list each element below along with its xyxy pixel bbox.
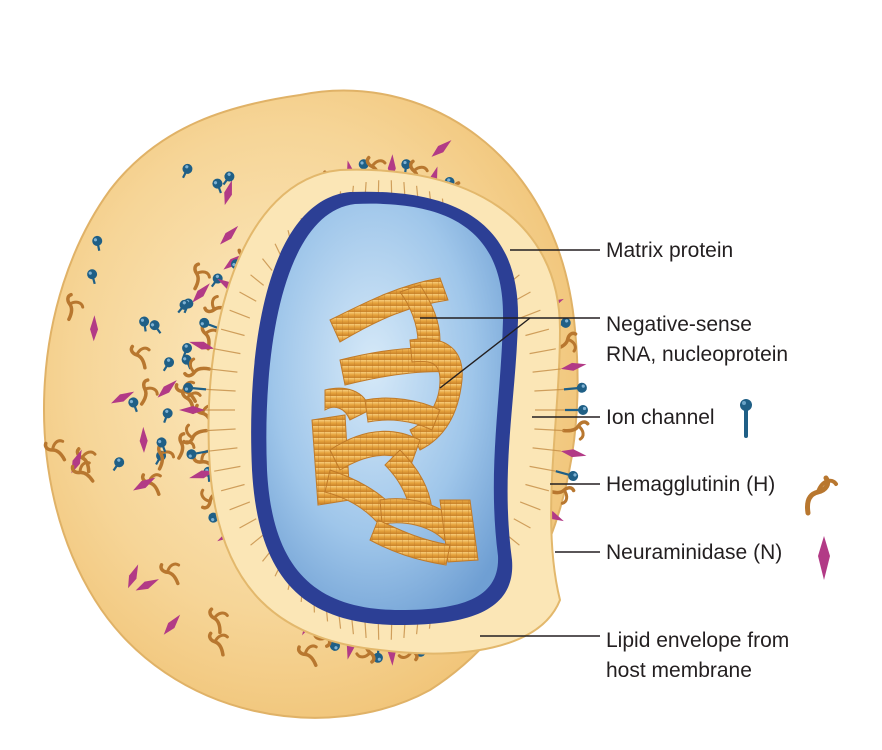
bilayer-stalk bbox=[519, 309, 541, 319]
neuraminidase-spike bbox=[157, 380, 177, 398]
neuraminidase-spike bbox=[189, 470, 215, 479]
ion-channel-spike bbox=[162, 357, 175, 372]
bilayer-stalk bbox=[239, 291, 257, 302]
ion-channel-spike bbox=[87, 269, 98, 285]
label-matrix-protein: Matrix protein bbox=[606, 239, 734, 262]
bilayer-stalk bbox=[534, 388, 564, 392]
ion-channel-spike bbox=[177, 299, 190, 314]
rna-nucleoprotein-segments bbox=[311, 277, 479, 566]
label-lipid-envelope-line2: host membrane bbox=[606, 659, 752, 682]
bilayer-stalk bbox=[229, 309, 251, 319]
bilayer-stalk bbox=[206, 388, 236, 392]
hemagglutinin-spike bbox=[554, 331, 578, 353]
neuraminidase-spike bbox=[111, 391, 135, 404]
neuraminidase-spike bbox=[133, 477, 156, 491]
bilayer-stalk bbox=[250, 274, 265, 286]
neuraminidase-spike bbox=[224, 180, 232, 206]
ion-channel-spike bbox=[92, 235, 103, 251]
hemagglutinin-spike bbox=[207, 631, 229, 657]
leader-rna-2 bbox=[439, 317, 531, 389]
neuraminidase-spike bbox=[135, 579, 159, 591]
ion-channel-spike bbox=[183, 382, 207, 393]
hemagglutinin-spike bbox=[70, 461, 95, 483]
bilayer-stalk bbox=[525, 483, 550, 492]
neuraminidase-icon bbox=[818, 536, 830, 580]
neuraminidase-spike bbox=[560, 362, 587, 371]
bilayer-stalk bbox=[220, 483, 245, 492]
ion-channel-spike bbox=[128, 397, 139, 413]
hemagglutinin-spike bbox=[159, 562, 181, 586]
hemagglutinin-spike bbox=[562, 420, 590, 441]
ion-channel-spike bbox=[162, 408, 173, 424]
neuraminidase-spike bbox=[431, 140, 452, 157]
hemagglutinin-spike bbox=[547, 485, 576, 505]
hemagglutinin-spike bbox=[43, 439, 67, 462]
hemagglutinin-spike bbox=[139, 378, 159, 406]
ion-channel-spike bbox=[212, 178, 223, 194]
hemagglutinin-spike bbox=[193, 262, 211, 291]
ion-channel-spike bbox=[156, 437, 167, 453]
hemagglutinin-spike bbox=[296, 644, 318, 668]
bilayer-stalk bbox=[214, 348, 241, 355]
label-lipid-envelope-line1: Lipid envelope from bbox=[606, 629, 790, 652]
ion-channel-spike bbox=[139, 316, 150, 332]
bilayer-stalk bbox=[529, 465, 556, 472]
bilayer-stalk bbox=[250, 534, 265, 546]
ion-channel-spike bbox=[563, 382, 587, 393]
hemagglutinin-spike bbox=[75, 447, 97, 474]
ion-channel-spike bbox=[182, 163, 193, 179]
label-ion-channel: Ion channel bbox=[606, 406, 715, 429]
hemagglutinin-spike bbox=[129, 344, 151, 370]
neuraminidase-spike bbox=[560, 449, 587, 458]
bilayer-stalk bbox=[209, 368, 238, 373]
hemagglutinin-spike bbox=[183, 357, 211, 378]
ion-channel-spike bbox=[565, 405, 588, 415]
neuraminidase-spike bbox=[189, 341, 215, 350]
bilayer-stalk bbox=[519, 501, 541, 511]
label-negative-sense-line2: RNA, nucleoprotein bbox=[606, 343, 789, 366]
neuraminidase-spike bbox=[163, 614, 181, 635]
bilayer-stalk bbox=[220, 328, 245, 337]
ion-channel-icon bbox=[740, 399, 752, 438]
hemagglutinin-icon bbox=[805, 475, 838, 516]
leader-lines bbox=[420, 249, 600, 637]
neuraminidase-spike bbox=[90, 315, 99, 342]
ion-channel-spike bbox=[149, 320, 162, 334]
hemagglutinin-spike bbox=[182, 423, 208, 445]
bilayer-stalk bbox=[525, 328, 550, 337]
bilayer-stalk bbox=[364, 620, 367, 638]
bilayer-stalk bbox=[214, 465, 241, 472]
label-hemagglutinin: Hemagglutinin (H) bbox=[606, 473, 776, 496]
rna-segment bbox=[369, 519, 451, 566]
neuraminidase-spike bbox=[220, 225, 239, 245]
hemagglutinin-spike bbox=[208, 607, 229, 635]
bilayer-stalk bbox=[534, 428, 564, 432]
bilayer-stalk bbox=[532, 447, 561, 452]
ion-channel-spike bbox=[112, 457, 125, 472]
hemagglutinin-spike bbox=[66, 292, 85, 322]
bilayer-stalk bbox=[209, 447, 238, 452]
bilayer-stalk bbox=[532, 368, 561, 373]
rna-segment bbox=[324, 387, 371, 421]
neuraminidase-spike bbox=[179, 406, 205, 414]
bilayer-stalk bbox=[513, 518, 531, 529]
neuraminidase-spike bbox=[192, 283, 210, 303]
bilayer-stalk bbox=[229, 501, 251, 511]
bilayer-stalk bbox=[239, 518, 257, 529]
ion-channel-spike bbox=[555, 470, 579, 481]
neuraminidase-spike bbox=[139, 426, 148, 453]
bilayer-stalk bbox=[206, 428, 236, 432]
label-neuraminidase: Neuraminidase (N) bbox=[606, 541, 783, 564]
rna-segment bbox=[364, 397, 441, 431]
label-negative-sense-line1: Negative-sense bbox=[606, 313, 752, 336]
ion-channel-spike bbox=[186, 449, 210, 460]
ion-channel-spike bbox=[222, 171, 235, 186]
bilayer-stalk bbox=[262, 258, 273, 271]
rna-segment bbox=[329, 430, 421, 471]
neuraminidase-spike bbox=[128, 564, 139, 589]
ion-channel-spike bbox=[181, 354, 192, 370]
bilayer-stalk bbox=[529, 348, 556, 355]
